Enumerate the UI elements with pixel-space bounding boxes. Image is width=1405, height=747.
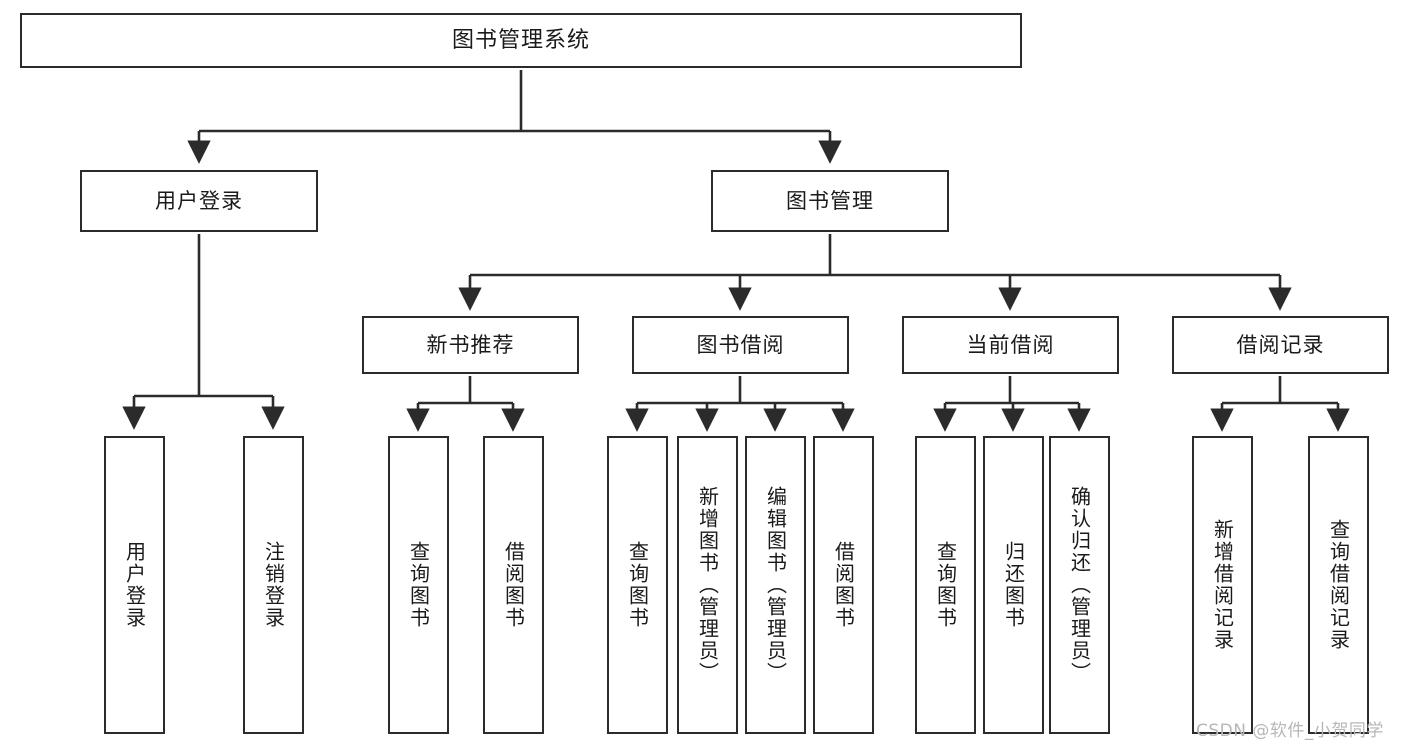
node-book-borrow[interactable]: 图书借阅 <box>632 316 849 374</box>
node-label: 借阅图书 <box>831 541 856 629</box>
node-leaf-borrow-book-1[interactable]: 借阅图书 <box>483 436 544 734</box>
node-label: 图书借阅 <box>696 332 785 357</box>
node-borrow-record[interactable]: 借阅记录 <box>1172 316 1389 374</box>
node-leaf-confirm-return[interactable]: 确认归还（管理员） <box>1049 436 1110 734</box>
node-label: 查询借阅记录 <box>1326 519 1351 651</box>
node-leaf-query-book-2[interactable]: 查询图书 <box>607 436 668 734</box>
node-label: 查询图书 <box>933 541 958 629</box>
node-label: 确认归还（管理员） <box>1067 486 1092 684</box>
node-label: 归还图书 <box>1001 541 1026 629</box>
node-leaf-return-book[interactable]: 归还图书 <box>983 436 1044 734</box>
node-root-book-management-system[interactable]: 图书管理系统 <box>20 13 1022 68</box>
node-new-book-recommend[interactable]: 新书推荐 <box>362 316 579 374</box>
csdn-watermark: CSDN @软件_小贺同学 <box>1196 721 1384 741</box>
node-leaf-query-book-3[interactable]: 查询图书 <box>915 436 976 734</box>
node-leaf-user-logout[interactable]: 注销登录 <box>243 436 304 734</box>
node-label: 借阅图书 <box>501 541 526 629</box>
node-leaf-query-record[interactable]: 查询借阅记录 <box>1308 436 1369 734</box>
node-label: 新增图书（管理员） <box>695 486 720 684</box>
node-label: 查询图书 <box>406 541 431 629</box>
node-book-management[interactable]: 图书管理 <box>711 170 949 232</box>
node-leaf-add-book[interactable]: 新增图书（管理员） <box>677 436 738 734</box>
node-label: 新增借阅记录 <box>1210 519 1235 651</box>
node-label: 用户登录 <box>122 541 147 629</box>
node-label: 借阅记录 <box>1236 332 1325 357</box>
node-label: 用户登录 <box>155 188 243 213</box>
node-leaf-borrow-book-2[interactable]: 借阅图书 <box>813 436 874 734</box>
node-label: 当前借阅 <box>966 332 1055 357</box>
node-label: 查询图书 <box>625 541 650 629</box>
node-leaf-edit-book[interactable]: 编辑图书（管理员） <box>745 436 806 734</box>
node-current-borrow[interactable]: 当前借阅 <box>902 316 1119 374</box>
node-leaf-add-record[interactable]: 新增借阅记录 <box>1192 436 1253 734</box>
node-leaf-query-book-1[interactable]: 查询图书 <box>388 436 449 734</box>
node-label: 注销登录 <box>261 541 286 629</box>
node-label: 图书管理 <box>786 188 874 213</box>
node-label: 图书管理系统 <box>451 27 590 53</box>
node-label: 编辑图书（管理员） <box>763 486 788 684</box>
node-leaf-user-login[interactable]: 用户登录 <box>104 436 165 734</box>
node-user-login[interactable]: 用户登录 <box>80 170 318 232</box>
node-label: 新书推荐 <box>426 332 515 357</box>
